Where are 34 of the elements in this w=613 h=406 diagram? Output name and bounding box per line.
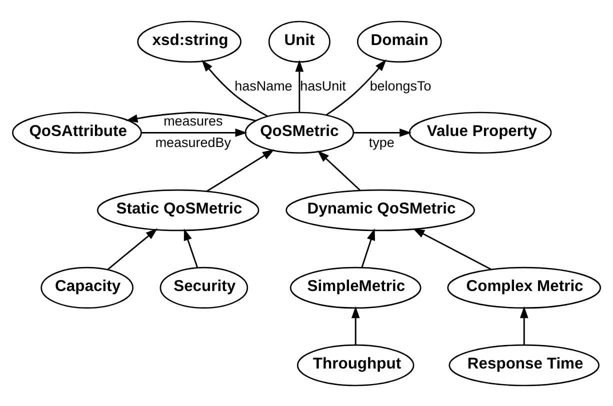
node-ellipse: Capacity	[40, 266, 134, 308]
node-ellipse: Dynamic QoSMetric	[286, 188, 475, 231]
arrow	[107, 228, 158, 270]
arrow	[295, 59, 304, 112]
arrow	[141, 128, 248, 136]
edge-label: belongsTo	[370, 78, 432, 94]
node-ellipse: Response Time	[448, 344, 600, 386]
arrow	[126, 111, 256, 122]
node-ellipse: QoSAttribute	[12, 111, 142, 154]
arrow	[184, 228, 198, 268]
edge-label: measures	[164, 113, 223, 128]
edge-label: hasName	[234, 78, 292, 94]
arrow	[351, 306, 360, 344]
edge-label: measuredBy	[155, 134, 231, 150]
node-ellipse: Domain	[356, 20, 442, 62]
arrow	[354, 128, 412, 136]
node-ellipse: SimpleMetric	[290, 266, 422, 308]
node-ellipse: QoSMetric	[244, 111, 354, 154]
arrow	[206, 148, 274, 192]
arrow	[326, 58, 386, 116]
arrow	[520, 306, 528, 344]
node-ellipse: Value Property	[408, 111, 552, 154]
arrow	[202, 59, 268, 116]
arrow	[317, 150, 360, 190]
node-ellipse: Complex Metric	[447, 266, 602, 308]
node-ellipse: xsd:string	[137, 20, 242, 62]
node-ellipse: Unit	[268, 20, 330, 62]
node-ellipse: Static QoSMetric	[96, 188, 260, 231]
arrow	[412, 228, 492, 270]
node-ellipse: Throughput	[296, 344, 414, 386]
arrow	[361, 228, 375, 267]
edge-label: type	[368, 134, 394, 150]
edge-label: hasUnit	[300, 78, 346, 94]
node-ellipse: Security	[160, 266, 248, 308]
